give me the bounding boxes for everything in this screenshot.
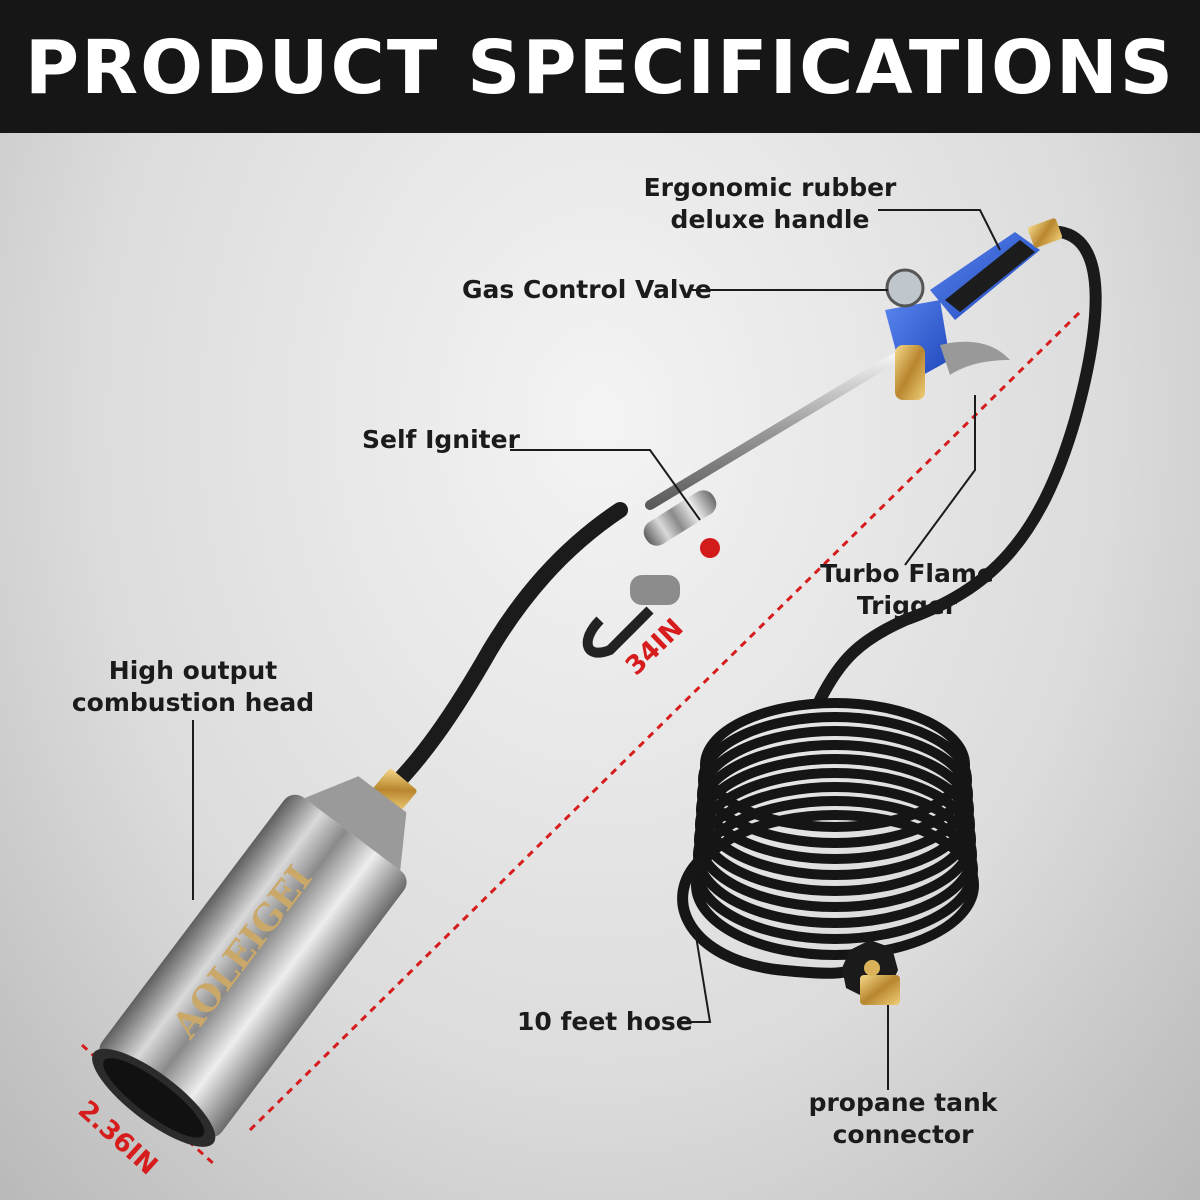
label-head-line2: combustion head [71, 688, 315, 717]
head-nut [373, 768, 417, 812]
header-banner: PRODUCT SPECIFICATIONS [0, 0, 1200, 133]
leader-handle [878, 209, 1001, 251]
label-igniter: Self Igniter [362, 425, 520, 454]
head-hose [382, 502, 628, 798]
torch-gun-body [885, 218, 1063, 400]
label-handle-line1: Ergonomic rubber [643, 173, 897, 202]
hose-coil [691, 698, 979, 960]
steel-wand [645, 350, 905, 510]
label-trigger-line2: Trigger [856, 591, 958, 620]
leader-trigger [904, 395, 976, 566]
label-trigger: Turbo Flame Trigger [812, 558, 1002, 622]
label-connector-line1: propane tank [808, 1088, 998, 1117]
label-head-line1: High output [108, 656, 278, 685]
propane-connector [842, 940, 900, 1005]
label-hose: 10 feet hose [517, 1007, 693, 1036]
combustion-head: AOLEIGEI [92, 776, 407, 1147]
label-handle-line2: deluxe handle [670, 205, 870, 234]
label-handle: Ergonomic rubber deluxe handle [640, 172, 900, 236]
label-head: High output combustion head [68, 655, 318, 719]
callout-lines [192, 209, 1001, 1090]
leader-igniter [510, 449, 701, 521]
supply-hose [814, 226, 1102, 706]
page-title: PRODUCT SPECIFICATIONS [24, 25, 1176, 111]
igniter-assembly [582, 490, 720, 658]
label-trigger-line1: Turbo Flame [820, 559, 994, 588]
label-connector-line2: connector [832, 1120, 974, 1149]
hose-tail [677, 856, 863, 979]
label-connector: propane tank connector [808, 1087, 998, 1151]
leader-hose [680, 929, 712, 1023]
label-valve: Gas Control Valve [462, 275, 712, 304]
